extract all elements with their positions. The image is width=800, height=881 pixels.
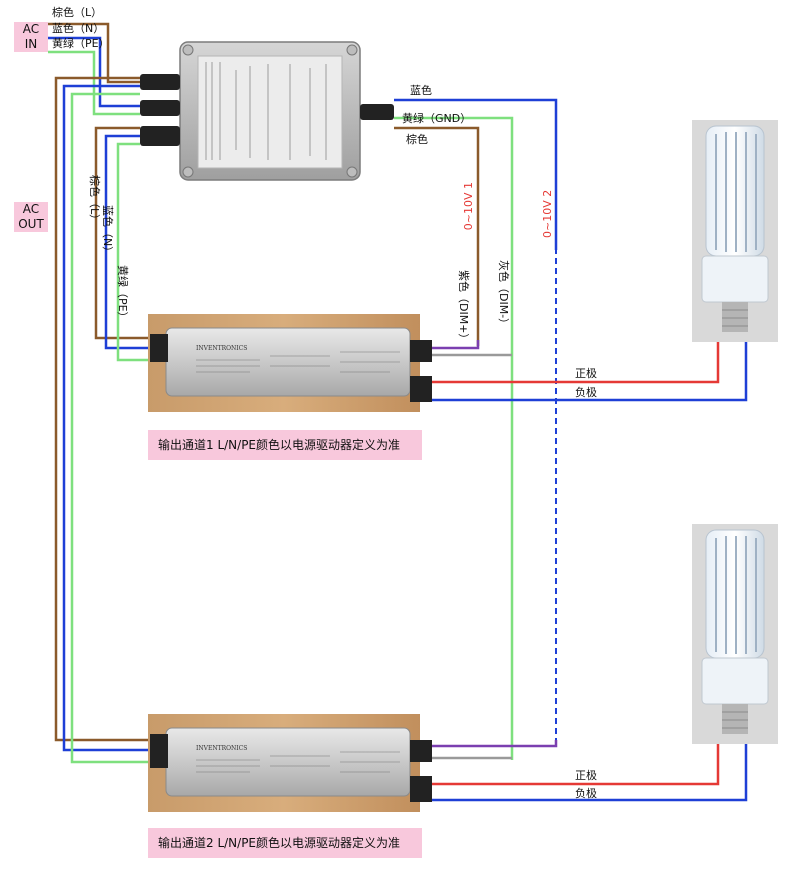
channel1-caption: 输出通道1 L/N/PE颜色以电源驱动器定义为准	[148, 430, 422, 460]
out-wire-green-label: 黄绿（PE）	[116, 265, 130, 323]
in-wire-blue-label: 蓝色（N）	[52, 21, 104, 35]
driver2-brand: INVENTRONICS	[196, 745, 247, 752]
driver2-dim-wires	[432, 740, 558, 760]
led-corn-lamp-1	[692, 120, 778, 342]
ac-in-tag: AC IN	[14, 22, 48, 52]
driver1-input-wires	[94, 126, 150, 362]
dim-minus-label: 灰色（DIM-）	[497, 260, 511, 329]
in-wire-green-label: 黄绿（PE）	[52, 36, 110, 50]
channel2-caption: 输出通道2 L/N/PE颜色以电源驱动器定义为准	[148, 828, 422, 858]
in-wire-brown-label: 棕色（L）	[52, 5, 102, 19]
lamp2-wires	[432, 740, 748, 802]
lamp1-negative-label: 负极	[575, 385, 597, 399]
driver1-dim-wires	[432, 340, 512, 357]
led-driver-2: INVENTRONICS	[148, 714, 432, 812]
lamp2-positive-label: 正极	[575, 768, 597, 782]
lamp1-positive-label: 正极	[575, 366, 597, 380]
driver1-brand: INVENTRONICS	[196, 345, 247, 352]
dim2-label: 0~10V 2	[541, 190, 554, 238]
dim-plus-label: 紫色（DIM+）	[457, 270, 471, 344]
ac-out-tag: AC OUT	[14, 202, 48, 232]
dim1-label: 0~10V 1	[462, 182, 475, 230]
ctrl-wire-green-label: 黄绿（GND）	[402, 111, 471, 125]
ctrl-wire-blue-label: 蓝色	[410, 83, 432, 97]
out-wire-brown-label: 棕色（L）	[88, 175, 102, 225]
lamp1-wires	[432, 338, 748, 402]
ac-out-trunk	[54, 76, 150, 764]
controller-output-wires	[394, 98, 558, 760]
ac-in-wires	[48, 22, 140, 116]
ctrl-wire-brown-label: 棕色	[406, 132, 428, 146]
dim-controller-box	[140, 41, 394, 181]
lamp2-negative-label: 负极	[575, 786, 597, 800]
out-wire-blue-label: 蓝色（N）	[101, 205, 115, 257]
led-driver-1: INVENTRONICS	[148, 314, 432, 412]
led-corn-lamp-2	[692, 524, 778, 744]
